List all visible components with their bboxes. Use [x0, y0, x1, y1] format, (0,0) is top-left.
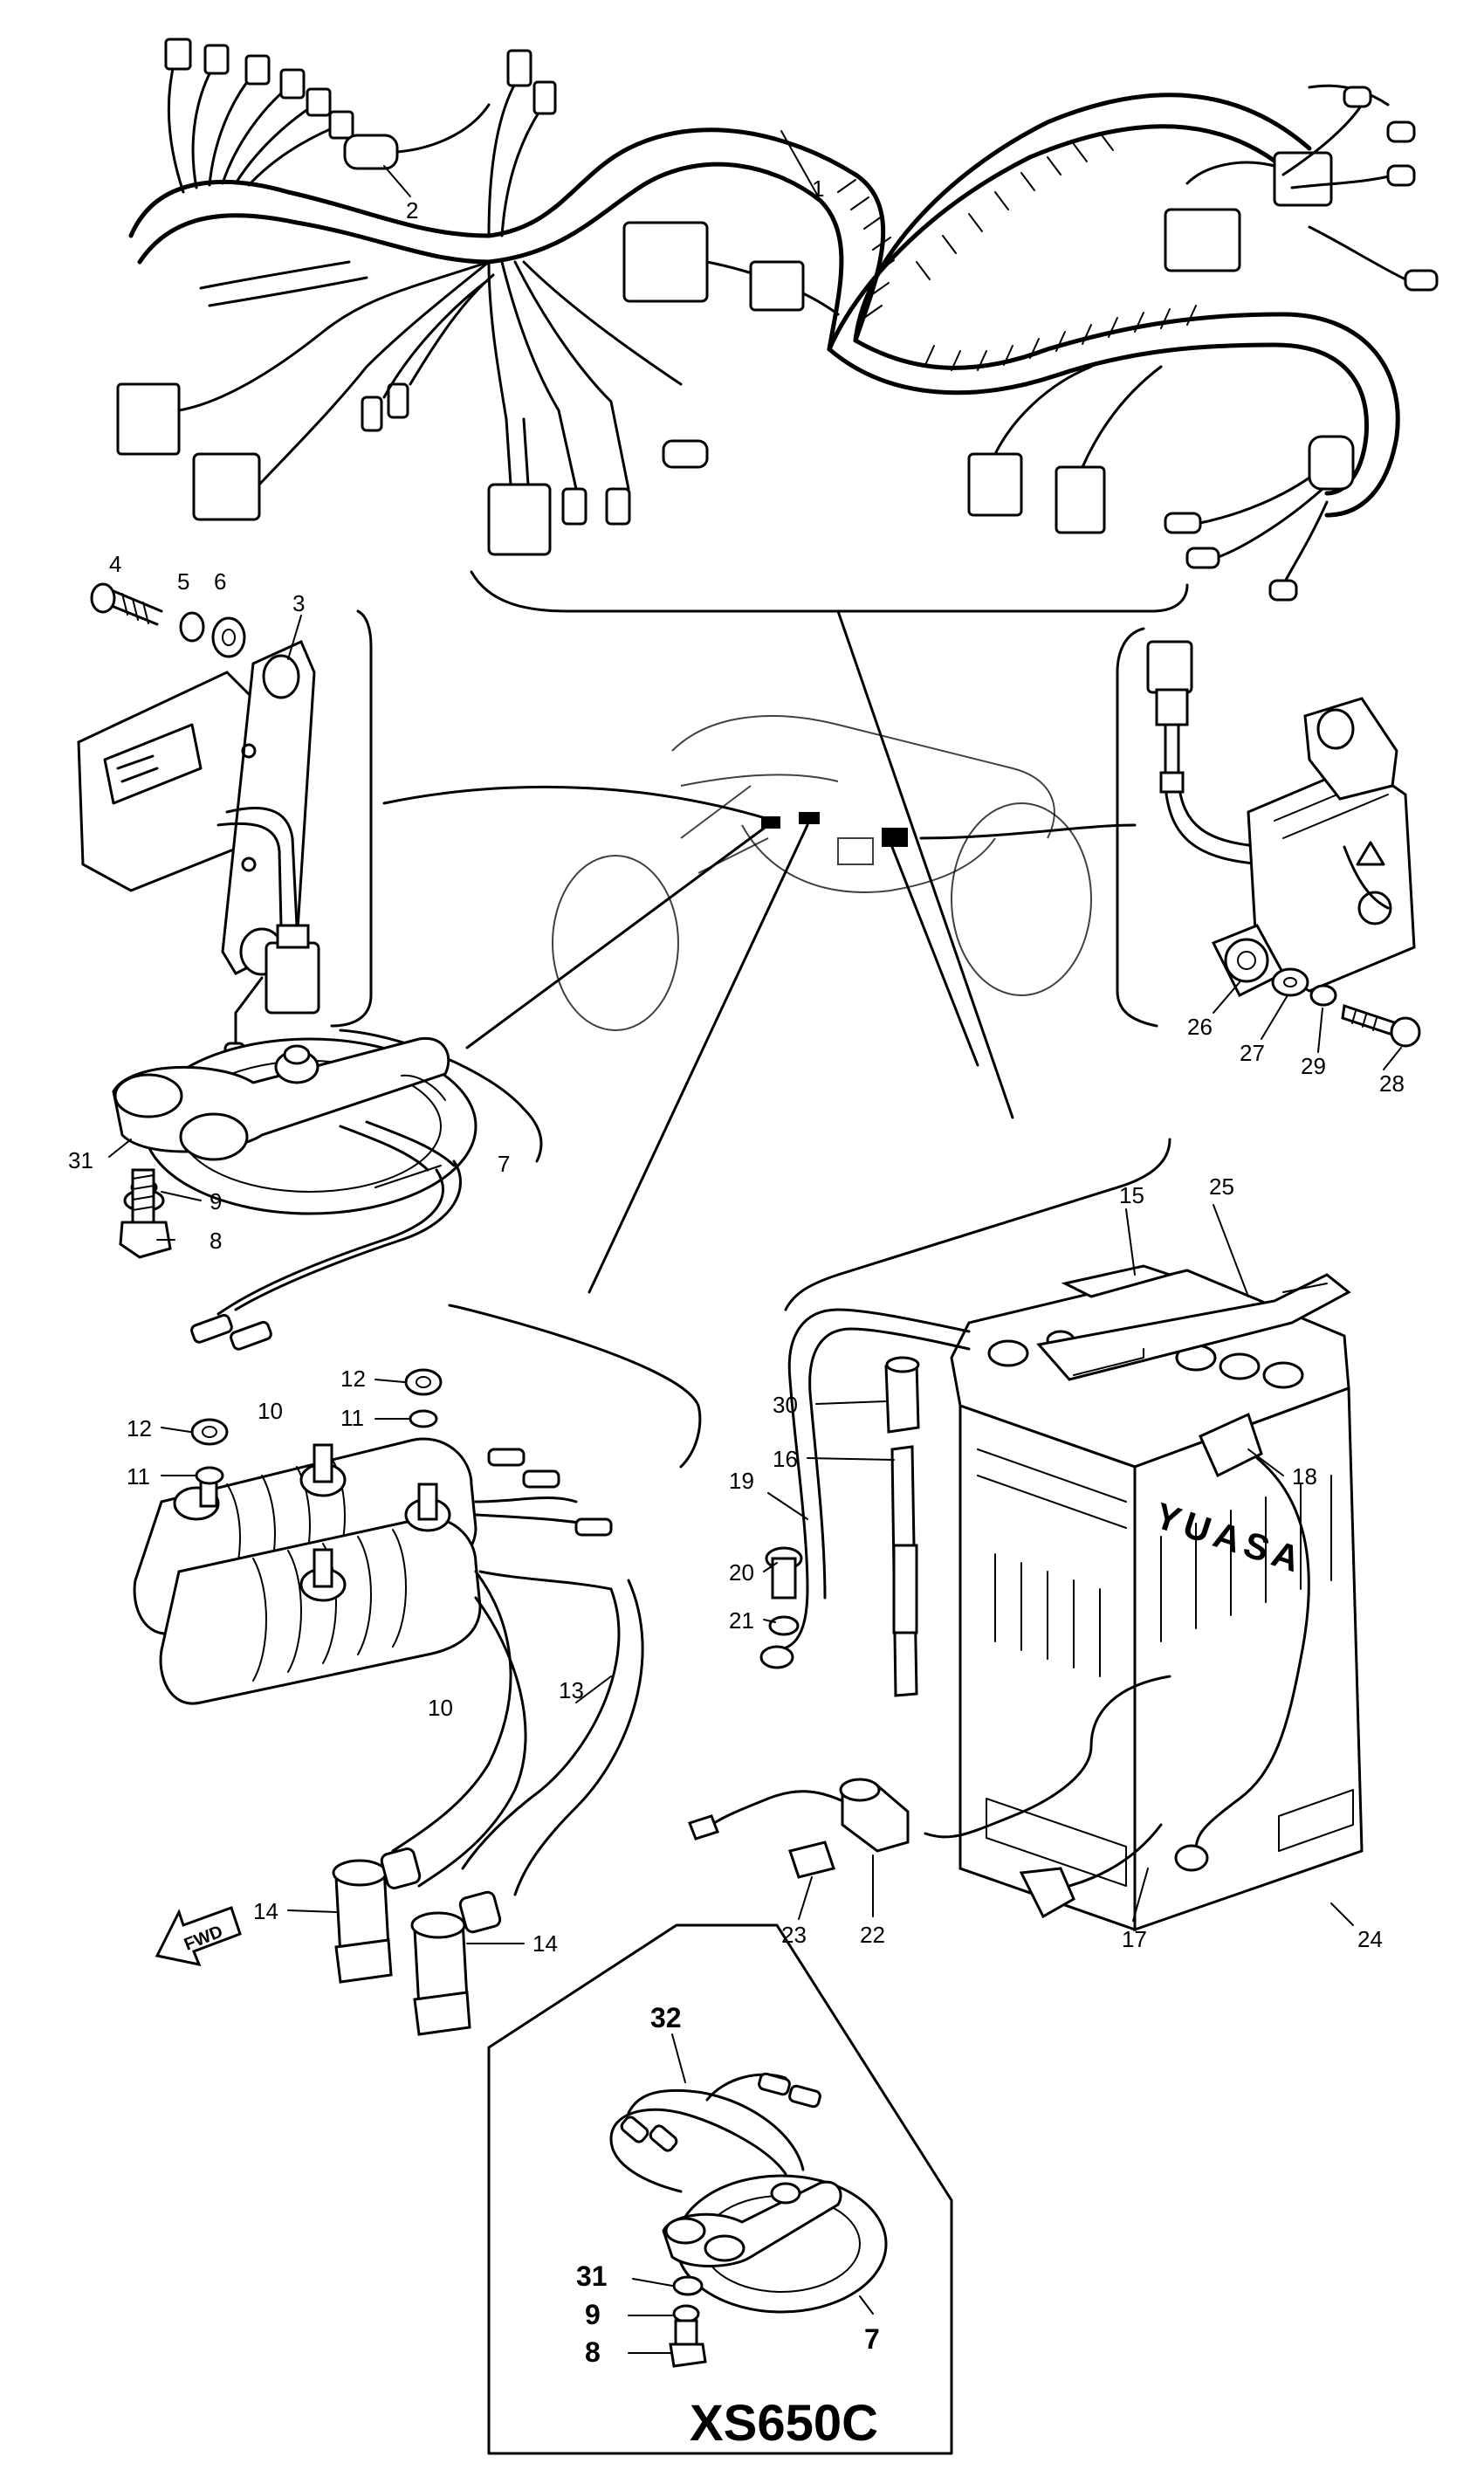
callout-8: 8 — [210, 1228, 222, 1254]
callout-7: 7 — [498, 1151, 510, 1177]
callout-26: 26 — [1187, 1014, 1213, 1040]
inset-frame — [487, 1923, 953, 2455]
callout-15: 15 — [1119, 1182, 1144, 1208]
callout-17: 17 — [1122, 1926, 1147, 1952]
callout-14-left: 14 — [253, 1898, 278, 1924]
callout-13: 13 — [559, 1677, 584, 1703]
inset-model-label: XS650C — [690, 2395, 878, 2452]
callout-21: 21 — [729, 1607, 754, 1634]
callout-9: 9 — [210, 1188, 222, 1214]
callout-12-right: 12 — [340, 1366, 366, 1392]
ignition-coils-group — [133, 1304, 702, 2036]
callout-32: 32 — [650, 2002, 682, 2033]
callout-27: 27 — [1240, 1040, 1265, 1066]
callout-8-inset: 8 — [585, 2336, 601, 2368]
callout-11-left: 11 — [127, 1463, 150, 1490]
inset-xs650c — [487, 1923, 953, 2455]
callout-31: 31 — [68, 1147, 93, 1173]
callout-10-top: 10 — [258, 1398, 283, 1424]
callout-2: 2 — [406, 197, 418, 224]
callout-30: 30 — [773, 1392, 798, 1418]
callout-11-right: 11 — [340, 1405, 364, 1431]
callout-10-bottom: 10 — [428, 1695, 453, 1721]
callout-23: 23 — [781, 1922, 807, 1948]
callout-18: 18 — [1292, 1463, 1317, 1490]
callout-16: 16 — [773, 1446, 798, 1472]
callout-22: 22 — [860, 1922, 885, 1948]
callout-7-inset: 7 — [864, 2323, 880, 2355]
callout-31-inset: 31 — [576, 2260, 608, 2292]
callout-29: 29 — [1301, 1053, 1326, 1079]
callout-1: 1 — [812, 175, 824, 202]
fwd-arrow — [155, 1906, 242, 1967]
callout-28: 28 — [1379, 1070, 1405, 1097]
callout-19: 19 — [729, 1468, 754, 1494]
callout-9-inset: 9 — [585, 2299, 601, 2330]
wire-harness — [116, 38, 1439, 602]
left-unit-group — [77, 582, 373, 1084]
motorcycle-outline — [552, 715, 1092, 1031]
regulator-group — [1116, 627, 1421, 1070]
callout-3: 3 — [292, 590, 305, 616]
battery-group — [688, 1138, 1364, 1932]
callout-14-right: 14 — [532, 1930, 558, 1957]
callout-25: 25 — [1209, 1173, 1234, 1200]
harness-bracket — [470, 570, 1189, 613]
callouts: 1 2 3 4 5 6 7 8 9 31 10 10 11 11 12 12 1… — [68, 175, 1405, 2368]
leader-lines — [382, 609, 1137, 1294]
callout-5: 5 — [177, 568, 189, 595]
callout-4: 4 — [109, 551, 121, 577]
callout-24: 24 — [1357, 1926, 1383, 1952]
callout-6: 6 — [214, 568, 226, 595]
horn-group — [108, 1029, 543, 1351]
callout-12-left: 12 — [127, 1415, 152, 1441]
callout-20: 20 — [729, 1559, 754, 1586]
